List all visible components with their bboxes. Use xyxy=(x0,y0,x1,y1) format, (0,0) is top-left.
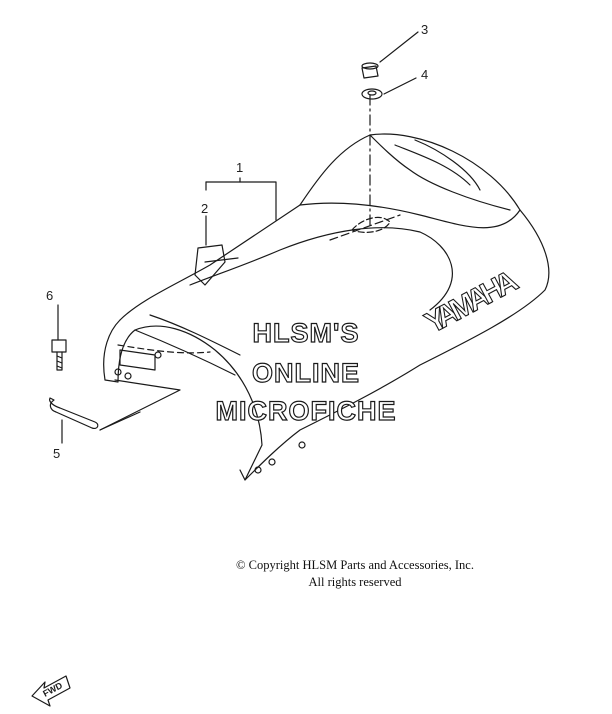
callout-3: 3 xyxy=(421,22,429,37)
watermark-line-1: HLSM'S xyxy=(252,318,360,348)
watermark-line-3: MICROFICHE xyxy=(215,396,397,426)
callout-2: 2 xyxy=(201,201,209,216)
brand-mark: YAMAHA xyxy=(420,264,524,340)
copyright-line-2: All rights reserved xyxy=(308,575,402,589)
nut-shape xyxy=(361,65,379,79)
bolt-shape xyxy=(51,339,67,353)
seat-skirt xyxy=(103,319,263,481)
pin-shape xyxy=(49,397,99,429)
washer-shape xyxy=(361,88,383,100)
callout-6: 6 xyxy=(46,288,54,303)
seat-ridge xyxy=(299,202,521,229)
watermark-line-2: ONLINE xyxy=(251,358,360,388)
callout-5: 5 xyxy=(53,446,61,461)
fwd-arrow-shape xyxy=(31,675,71,707)
callout-4: 4 xyxy=(421,67,429,82)
callout-1: 1 xyxy=(236,160,244,175)
copyright-line-1: © Copyright HLSM Parts and Accessories, … xyxy=(236,558,474,572)
